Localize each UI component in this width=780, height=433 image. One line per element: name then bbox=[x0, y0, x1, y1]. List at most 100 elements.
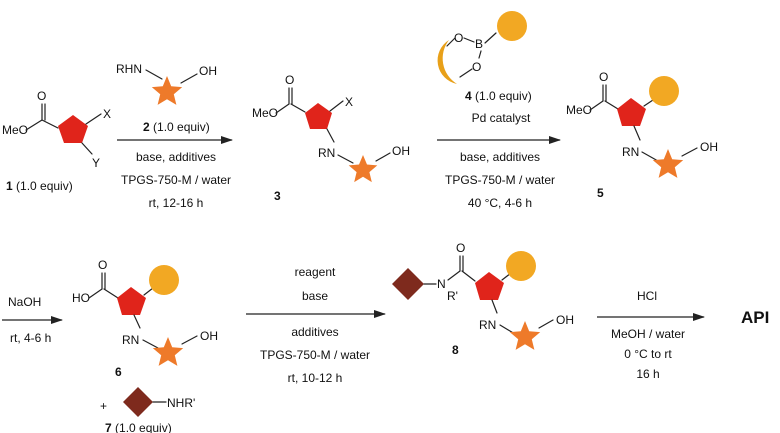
compound-6: HO O RN OH 6 bbox=[72, 258, 218, 379]
label-meo: MeO bbox=[566, 103, 592, 117]
step2-catalyst: Pd catalyst bbox=[472, 111, 531, 125]
label-r-prime: R' bbox=[447, 289, 458, 303]
compound-5-caption: 5 bbox=[597, 186, 604, 200]
step4-condition-3: rt, 10-12 h bbox=[288, 371, 343, 385]
step4-reagent-2: base bbox=[302, 289, 328, 303]
compound-8: N R' O RN OH 8 bbox=[392, 241, 574, 357]
pentagon-shape bbox=[475, 272, 504, 300]
step5-condition-1: MeOH / water bbox=[611, 327, 685, 341]
label-oh: OH bbox=[200, 329, 218, 343]
label-o: O bbox=[37, 89, 46, 103]
step2-condition-3: 40 °C, 4-6 h bbox=[468, 196, 532, 210]
pentagon-shape bbox=[305, 103, 332, 129]
step5-condition-2: 0 °C to rt bbox=[624, 347, 672, 361]
star-shape bbox=[348, 155, 378, 183]
bond bbox=[589, 100, 604, 111]
bond bbox=[633, 125, 641, 141]
step3-condition: rt, 4-6 h bbox=[10, 331, 51, 345]
compound-5: MeO O RN OH 5 bbox=[566, 70, 718, 200]
label-o: O bbox=[456, 241, 465, 255]
bond bbox=[143, 287, 154, 296]
label-o: O bbox=[98, 258, 107, 272]
pentagon-shape bbox=[58, 115, 88, 143]
circle-shape bbox=[506, 251, 536, 281]
compound-4: O B O 4 (1.0 equiv) bbox=[437, 11, 532, 103]
bond bbox=[326, 128, 335, 143]
bond bbox=[478, 50, 482, 59]
bond bbox=[447, 270, 461, 281]
compound-3: MeO O X RN OH 3 bbox=[252, 73, 410, 203]
reaction-arrow-5: HCl MeOH / water 0 °C to rt 16 h bbox=[597, 289, 705, 381]
pentagon-shape bbox=[617, 98, 646, 126]
bond bbox=[81, 142, 93, 155]
reaction-arrow-4: reagent base additives TPGS-750-M / wate… bbox=[246, 265, 386, 385]
compound-2-caption: 2 (1.0 equiv) bbox=[143, 120, 210, 134]
label-y: Y bbox=[92, 156, 100, 170]
label-o: O bbox=[599, 70, 608, 84]
step2-condition-2: TPGS-750-M / water bbox=[445, 173, 555, 187]
bond bbox=[180, 73, 198, 84]
label-oh: OH bbox=[700, 140, 718, 154]
compound-6-caption: 6 bbox=[115, 365, 122, 379]
label-rhn: RHN bbox=[116, 62, 142, 76]
bond bbox=[275, 103, 290, 114]
label-b: B bbox=[475, 37, 483, 51]
label-meo: MeO bbox=[2, 123, 28, 137]
star-shape bbox=[652, 149, 684, 178]
label-oh: OH bbox=[199, 64, 217, 78]
circle-shape bbox=[649, 76, 679, 106]
reaction-arrow-1: RHN OH 2 (1.0 equiv) base, additives TPG… bbox=[116, 62, 233, 210]
compound-2: RHN OH 2 (1.0 equiv) bbox=[116, 62, 217, 134]
star-shape bbox=[151, 76, 183, 105]
label-rn: RN bbox=[479, 318, 496, 332]
label-n: N bbox=[437, 277, 446, 291]
compound-7-caption: 7 (1.0 equiv) bbox=[105, 421, 172, 433]
bond bbox=[103, 288, 119, 299]
bond bbox=[491, 299, 498, 314]
label-o: O bbox=[472, 60, 481, 74]
bond bbox=[88, 288, 103, 299]
bond bbox=[181, 335, 198, 345]
step4-condition-1: additives bbox=[291, 325, 338, 339]
compound-1: MeO O X Y 1 (1.0 equiv) bbox=[2, 89, 111, 193]
circle-shape bbox=[497, 11, 527, 41]
star-shape bbox=[152, 337, 184, 366]
plus-sign: + bbox=[100, 399, 107, 413]
label-nhr: NHR' bbox=[167, 396, 195, 410]
api-label: API bbox=[741, 308, 769, 327]
step4-condition-2: TPGS-750-M / water bbox=[260, 348, 370, 362]
bond bbox=[484, 32, 497, 44]
bond bbox=[133, 314, 141, 329]
step5-condition-3: 16 h bbox=[636, 367, 659, 381]
bond bbox=[145, 69, 163, 80]
step1-condition-3: rt, 12-16 h bbox=[149, 196, 204, 210]
bond bbox=[375, 152, 391, 162]
crescent-shape bbox=[437, 40, 457, 84]
star-shape bbox=[509, 321, 541, 350]
step2-condition-1: base, additives bbox=[460, 150, 540, 164]
bond bbox=[337, 154, 354, 164]
compound-8-caption: 8 bbox=[452, 343, 459, 357]
bond bbox=[643, 99, 654, 107]
step1-condition-2: TPGS-750-M / water bbox=[121, 173, 231, 187]
bond bbox=[538, 319, 554, 329]
label-ho: HO bbox=[72, 291, 90, 305]
label-rn: RN bbox=[622, 145, 639, 159]
bond bbox=[329, 100, 344, 112]
label-rn: RN bbox=[122, 333, 139, 347]
step5-reagent: HCl bbox=[637, 289, 657, 303]
bond bbox=[142, 339, 159, 349]
bond bbox=[604, 100, 619, 110]
label-oh: OH bbox=[392, 144, 410, 158]
compound-1-caption: 1 (1.0 equiv) bbox=[6, 179, 73, 193]
bond bbox=[41, 119, 59, 129]
label-o: O bbox=[454, 31, 463, 45]
label-x: X bbox=[103, 107, 111, 121]
bond bbox=[290, 103, 306, 113]
label-o: O bbox=[285, 73, 294, 87]
step3-reagent: NaOH bbox=[8, 295, 41, 309]
bond bbox=[681, 147, 698, 157]
label-x: X bbox=[345, 95, 353, 109]
step4-reagent-1: reagent bbox=[295, 265, 336, 279]
